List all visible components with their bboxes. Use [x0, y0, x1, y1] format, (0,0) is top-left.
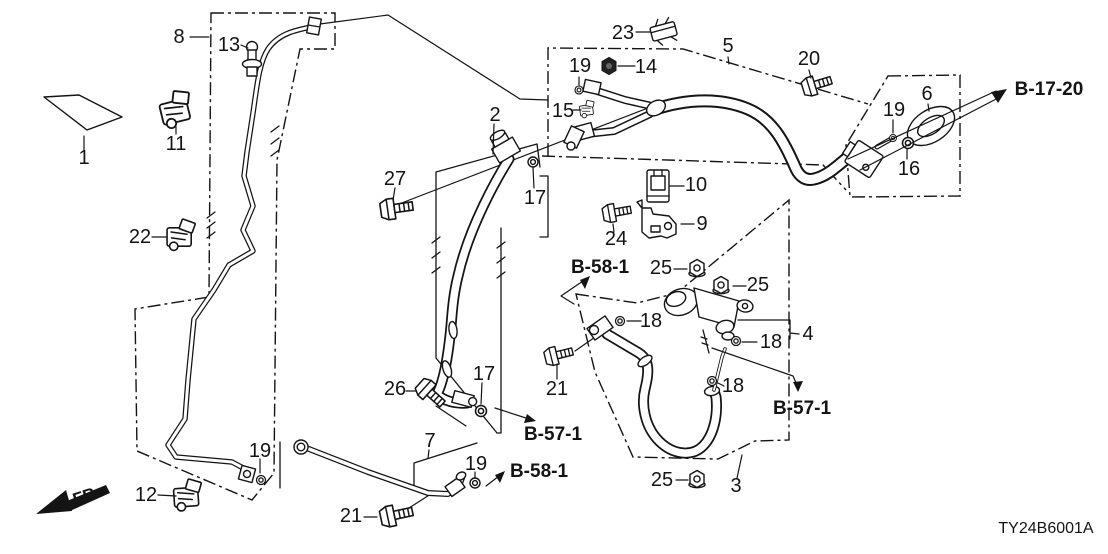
callout-4: 4 — [802, 323, 813, 345]
part10-clip — [646, 169, 670, 203]
part25-nut-a — [688, 258, 706, 278]
callout-17-upper: 17 — [524, 187, 546, 209]
part18-washer-a — [614, 315, 626, 327]
part17-washer-lower — [474, 404, 488, 418]
callout-10: 10 — [685, 174, 707, 196]
callout-25-a: 25 — [650, 257, 672, 279]
callout-2: 2 — [489, 104, 500, 126]
callout-13: 13 — [218, 34, 240, 56]
callout-18-c: 18 — [722, 375, 744, 397]
part7-bracket — [279, 441, 478, 491]
hose-5 — [563, 78, 894, 186]
callout-9: 9 — [696, 213, 707, 235]
callout-19-top: 19 — [569, 55, 591, 77]
part9-bracket — [636, 199, 677, 239]
callout-26: 26 — [384, 378, 406, 400]
break-hatches — [206, 125, 506, 279]
small-parts — [43, 16, 956, 530]
callout-21-bottom: 21 — [340, 505, 362, 527]
part13-bolt — [241, 40, 263, 77]
connection-lines — [319, 14, 649, 509]
callout-17-lower: 17 — [473, 363, 495, 385]
pipe-8 — [165, 16, 322, 484]
reference-arrows — [485, 89, 1007, 487]
callout-1: 1 — [78, 147, 89, 169]
callout-25-b: 25 — [747, 274, 769, 296]
callout-11: 11 — [166, 133, 187, 155]
ref-b-57-1-right: B-57-1 — [773, 398, 832, 419]
pipe-7 — [293, 439, 467, 498]
fr-direction-arrow — [36, 485, 110, 514]
part19-washer-bottom-left — [255, 474, 267, 486]
part19-washer-top — [574, 85, 584, 95]
part19-washer-bottom-middle — [469, 477, 481, 489]
callout-24: 24 — [605, 228, 627, 250]
part3-enclosure-box — [575, 198, 790, 460]
callout-8: 8 — [173, 26, 184, 48]
part17-washer-upper — [527, 156, 539, 168]
callout-12: 12 — [135, 484, 157, 506]
callout-3: 3 — [730, 475, 741, 497]
part25-nut-c — [688, 469, 706, 489]
callout-19-bottom-middle: 19 — [465, 453, 487, 475]
part8-enclosure-box — [134, 12, 336, 501]
part17-upper-bracket — [539, 175, 549, 238]
callout-18-b: 18 — [760, 331, 782, 353]
hose-3 — [586, 315, 727, 459]
part4-junction-assembly — [663, 287, 754, 354]
callout-6: 6 — [921, 83, 932, 105]
part23-clamp — [649, 16, 678, 46]
callout-27: 27 — [384, 168, 406, 190]
callout-15: 15 — [552, 100, 574, 122]
ref-b-17-20: B-17-20 — [1015, 79, 1084, 100]
tubes — [165, 16, 894, 498]
leader-lines — [83, 31, 930, 518]
ref-b-57-1-left: B-57-1 — [524, 424, 583, 445]
ref-b-58-1-lower: B-58-1 — [510, 461, 569, 482]
callout-25-c: 25 — [651, 469, 673, 491]
part5-enclosure-box-bottom — [541, 155, 847, 191]
callout-19-right: 19 — [883, 99, 905, 121]
callout-7: 7 — [424, 430, 435, 452]
callout-18-a: 18 — [640, 310, 662, 332]
callout-23: 23 — [612, 22, 634, 44]
part1-plate — [43, 94, 123, 131]
part4-bracket — [737, 319, 800, 340]
hose5-fitting-block — [841, 139, 884, 179]
part6-enclosure-box — [845, 74, 961, 198]
callout-20: 20 — [798, 48, 820, 70]
callout-5: 5 — [722, 35, 733, 57]
enclosure-boxes — [134, 12, 961, 501]
callout-16: 16 — [898, 158, 920, 180]
part6-grommet — [906, 105, 956, 147]
labels: 1 8 13 11 22 12 2 27 17 26 17 7 19 19 21… — [70, 22, 1094, 537]
callout-19-bottom-left: 19 — [249, 440, 271, 462]
callout-21-middle: 21 — [546, 378, 568, 400]
callout-14: 14 — [635, 56, 657, 78]
part18-washer-b — [730, 335, 742, 347]
callout-22: 22 — [129, 226, 151, 248]
part18-washer-c — [706, 375, 718, 387]
hose-2 — [431, 129, 522, 409]
part14-nut — [601, 56, 617, 76]
diagram-code: TY24B6001A — [998, 520, 1094, 537]
ref-b-58-1-upper: B-58-1 — [571, 257, 630, 278]
part25-nut-b — [712, 275, 730, 295]
part5-enclosure-box-top — [547, 47, 869, 156]
